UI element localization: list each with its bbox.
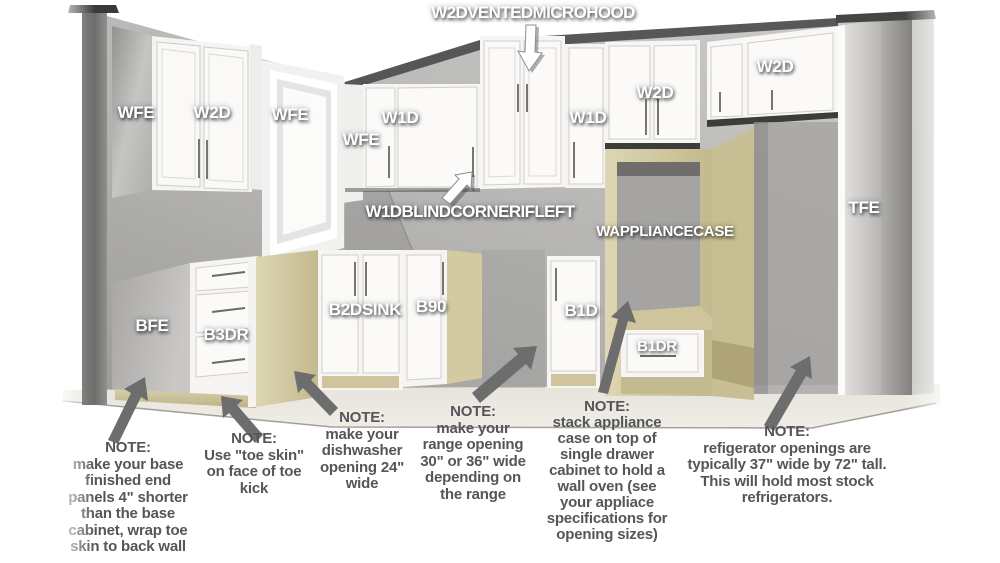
appliance-case-opening	[617, 162, 700, 318]
label-w2d-left: W2D	[193, 103, 231, 122]
note-arrow-bfe	[108, 377, 148, 444]
label-blind-corner: W1DBLINDCORNERIFLEFT	[365, 202, 576, 221]
base-run-back	[318, 250, 600, 390]
label-w2d-appliance: W2D	[636, 83, 674, 102]
dishwasher-side-panel	[248, 250, 318, 407]
blind-corner-arrow	[441, 171, 473, 205]
cabinet-underside-shadow	[345, 188, 480, 192]
note-toe-skin: NOTE: Use "toe skin" on face of toe kick	[204, 430, 304, 497]
blind-corner-door	[397, 86, 478, 188]
cabinet-underside-shadow	[605, 143, 700, 149]
label-appliance-case: WAPPLIANCECASE	[596, 223, 734, 240]
note-arrow-fridge	[764, 356, 812, 431]
note-range: NOTE: make your range opening 30" or 36"…	[420, 403, 526, 503]
note-arrows	[108, 301, 812, 444]
label-b1d: B1D	[564, 301, 598, 320]
callout-arrows	[441, 24, 545, 207]
base-run-left	[112, 256, 258, 408]
bfe-panel	[112, 263, 190, 393]
label-b2dsink: B2DSINK	[328, 300, 402, 319]
tfe-panel	[838, 20, 881, 395]
note-appliance-stack: NOTE: stack appliance case on top of sin…	[546, 398, 668, 543]
toe-kick	[551, 374, 596, 386]
label-wfe-left-panel: WFE	[117, 103, 155, 122]
label-tfe: TFE	[848, 198, 880, 217]
label-wfe-window: WFE	[271, 105, 309, 124]
wfe-back-panel	[343, 84, 363, 203]
label-b1dr: B1DR	[637, 338, 677, 355]
label-b3dr: B3DR	[203, 325, 249, 344]
label-w2d-fridge: W2D	[756, 57, 794, 76]
b90-side-panel	[447, 250, 482, 384]
microhood-arrow	[517, 24, 543, 72]
cabinet-underside-shadow	[707, 112, 838, 127]
window	[262, 60, 344, 270]
wfe-white-panel	[250, 44, 262, 190]
drawer-handle	[211, 307, 246, 313]
appliance-case	[605, 128, 754, 400]
floor-front-edge	[62, 400, 937, 429]
drawer-handle	[211, 271, 246, 277]
wfe-gray-panel	[112, 26, 152, 198]
note-arrow-toe-skin	[221, 396, 263, 443]
note-arrow-dishwasher	[294, 371, 338, 416]
label-wfe-back-wall: WFE	[342, 130, 380, 149]
toe-kick	[322, 376, 399, 388]
note-arrow-range	[472, 346, 537, 403]
note-base-end-panels: NOTE: make your base finished end panels…	[68, 439, 188, 555]
label-w2d-vented-microhood: W2DVENTEDMICROHOOD	[431, 3, 635, 22]
fridge-opening-wall	[754, 122, 843, 394]
left-post-cap	[68, 5, 119, 13]
wall-cabinet-run-back	[343, 26, 838, 203]
b1dr-cabinet	[617, 306, 712, 330]
note-refrigerator: NOTE: refigerator openings are typically…	[687, 423, 887, 506]
drawer-handle	[211, 358, 246, 364]
label-w1d-left: W1D	[381, 108, 419, 127]
note-arrow-appliance	[598, 301, 636, 394]
wall-cabinet-run-left	[112, 26, 262, 198]
note-dishwasher: NOTE: make your dishwasher opening 24" w…	[319, 409, 405, 492]
toe-kick	[621, 377, 704, 394]
appliance-case-side	[712, 128, 754, 400]
label-w1d-right: W1D	[569, 108, 607, 127]
ceiling-soffit-shadow	[345, 18, 838, 91]
label-b90: B90	[415, 297, 447, 316]
label-bfe: BFE	[135, 316, 169, 335]
